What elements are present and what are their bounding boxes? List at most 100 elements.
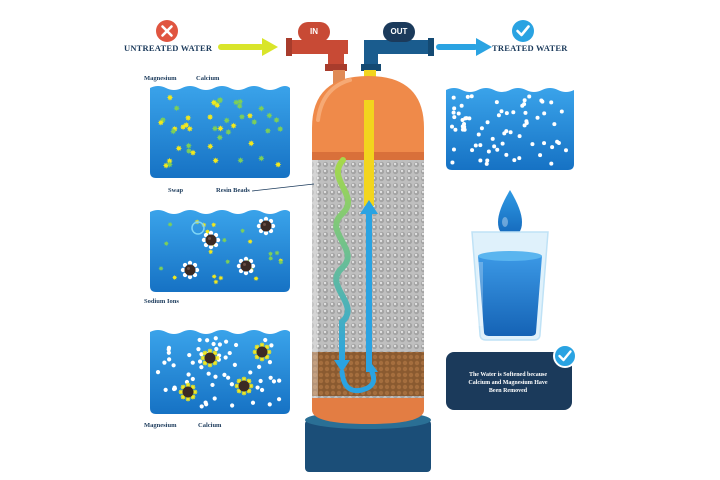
mineral-ion	[223, 117, 230, 124]
mineral-ion	[237, 98, 244, 105]
mineral-ion	[157, 119, 165, 126]
sodium-ion	[199, 365, 204, 370]
mineral-ion	[230, 122, 237, 129]
sodium-ion	[524, 120, 529, 125]
sodium-ion	[542, 111, 547, 116]
mineral-ion	[273, 116, 280, 124]
mineral-ion	[278, 259, 284, 265]
sodium-ion	[459, 103, 464, 108]
sodium-ion	[213, 336, 218, 341]
sodium-ion	[166, 345, 172, 351]
sodium-ion	[203, 400, 208, 405]
mineral-ion	[251, 118, 258, 126]
sodium-ion	[250, 400, 256, 405]
sodium-ion	[504, 111, 509, 116]
sodium-ions-label: Sodium Ions	[144, 298, 179, 305]
glass-icon	[471, 231, 549, 341]
mineral-ion	[214, 102, 221, 109]
sodium-ion	[470, 148, 475, 153]
mineral-ion	[207, 362, 213, 368]
mineral-ion	[225, 128, 232, 136]
mineral-ion	[240, 228, 246, 234]
sodium-ion	[538, 153, 543, 158]
sodium-ion	[206, 371, 211, 376]
sodium-ion	[263, 230, 269, 236]
sodium-ion	[490, 136, 495, 141]
sodium-ion	[549, 100, 554, 105]
mineral-ion	[189, 149, 197, 156]
sodium-ion	[268, 375, 273, 380]
sodium-ion	[478, 143, 483, 148]
sodium-ion	[485, 120, 490, 125]
mineral-ion	[217, 125, 224, 132]
sodium-ion	[473, 143, 478, 148]
mineral-ion	[167, 221, 173, 227]
sodium-ion	[190, 376, 195, 382]
arrow-right-icon	[218, 38, 278, 56]
mineral-ion	[268, 255, 274, 261]
mineral-ion	[274, 250, 280, 256]
mineral-ion	[248, 383, 254, 389]
mineral-ion	[253, 275, 259, 282]
mineral-ion	[207, 143, 214, 150]
sodium-ion	[197, 359, 203, 364]
sodium-ion	[208, 244, 214, 250]
sodium-ion	[277, 378, 282, 383]
mineral-ion	[162, 162, 170, 169]
sodium-ion	[257, 364, 262, 369]
sodium-ion	[535, 115, 540, 120]
resin-bead	[180, 260, 200, 280]
check-icon	[558, 350, 572, 362]
resin-swap-panel	[150, 210, 290, 292]
mineral-ion	[274, 161, 282, 168]
sodium-ion	[508, 130, 513, 135]
sodium-ion	[259, 387, 265, 393]
sodium-ion	[167, 357, 172, 362]
sodium-ion	[190, 360, 195, 365]
sodium-ion	[484, 161, 489, 166]
sodium-ion	[211, 341, 216, 347]
out-label: OUT	[390, 27, 408, 36]
mineral-ion	[266, 112, 273, 119]
water-drop-icon	[498, 190, 522, 236]
mineral-ion	[216, 97, 223, 104]
sodium-ion	[467, 116, 472, 121]
mineral-ion	[184, 114, 192, 122]
mineral-ion	[246, 112, 254, 119]
mineral-ion	[178, 389, 184, 395]
mineral-ion	[237, 157, 244, 164]
mineral-ion	[221, 237, 227, 243]
magnesium-label-top: Magnesium	[144, 75, 177, 82]
mineral-ion	[185, 382, 191, 388]
result-note-text: The Water is Softened because Calcium an…	[449, 371, 567, 395]
sodium-ion	[197, 337, 202, 343]
mineral-ion	[267, 251, 274, 257]
mineral-ion	[211, 222, 217, 228]
sodium-ion	[269, 343, 274, 348]
sodium-ion	[163, 387, 168, 393]
untreated-water-label: UNTREATED WATER	[124, 43, 213, 53]
mineral-ion	[173, 105, 180, 112]
sodium-ion	[213, 374, 218, 379]
note-line-3: Been Removed	[488, 388, 528, 395]
sodium-ion	[236, 263, 242, 269]
treated-badge	[512, 20, 534, 42]
sodium-ion	[552, 122, 557, 127]
sodium-ion	[494, 100, 499, 105]
sodium-ion	[233, 342, 239, 348]
sodium-ion	[522, 102, 527, 107]
captured-bead	[234, 376, 254, 396]
sodium-ion	[563, 148, 568, 153]
captured-bead	[178, 382, 198, 402]
sodium-ion	[186, 372, 191, 377]
sodium-ion	[550, 145, 555, 150]
untreated-badge	[156, 20, 178, 42]
mineral-ion	[185, 142, 192, 149]
mineral-ion	[258, 155, 265, 162]
sodium-ion	[196, 347, 201, 352]
sodium-ion	[451, 95, 456, 100]
mineral-ion	[158, 265, 164, 271]
sodium-ion	[512, 158, 517, 163]
mineral-ion	[248, 140, 255, 147]
down-flow-arrow	[333, 157, 352, 372]
